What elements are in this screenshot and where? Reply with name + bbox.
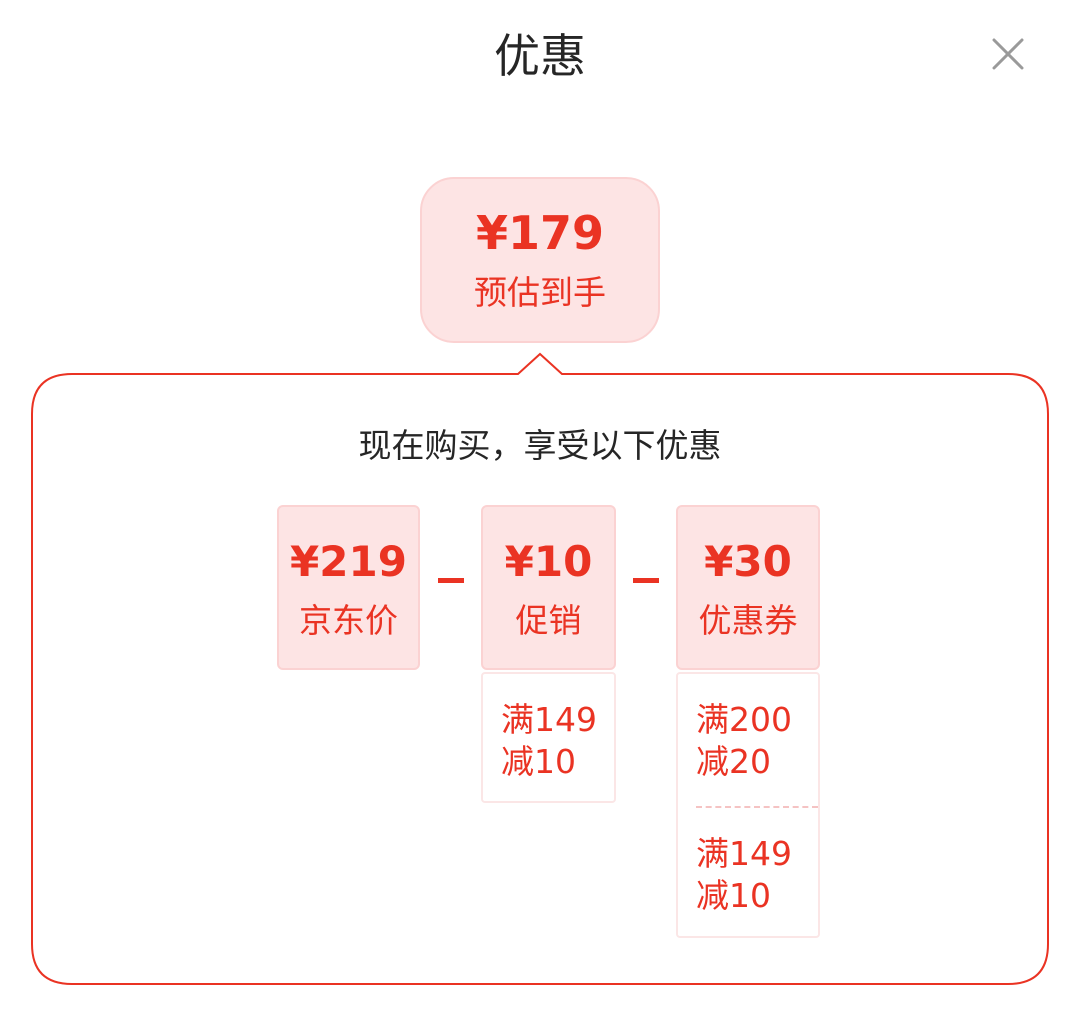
promotion-amount: ¥10 [504,537,593,586]
promotion-label: 促销 [515,601,582,640]
close-icon [992,38,1024,70]
promotion-rule-item: 满149 减10 [501,674,614,806]
estimated-price-amount: ¥179 [475,206,605,260]
sheet-title: 优惠 [494,29,586,83]
rule-reduction: 减20 [696,742,771,781]
rule-threshold: 满149 [696,834,792,873]
estimated-price-label: 预估到手 [474,273,606,312]
coupon-card: ¥30 优惠券 [676,505,820,670]
jd-price-card: ¥219 京东价 [277,505,420,670]
rule-threshold: 满149 [501,700,597,739]
minus-sign [438,578,464,583]
rule-reduction: 减10 [501,742,576,781]
coupon-rule-item: 满200 减20 [696,674,818,806]
promotion-card: ¥10 促销 [481,505,616,670]
promotion-rules: 满149 减10 [481,672,616,803]
rule-reduction: 减10 [696,876,771,915]
coupon-amount: ¥30 [704,537,792,586]
close-button[interactable] [984,30,1032,78]
breakdown-subtitle: 现在购买，享受以下优惠 [358,426,722,465]
coupon-label: 优惠券 [698,601,798,640]
jd-price-label: 京东价 [299,601,398,640]
coupon-rule-item: 满149 减10 [696,806,818,938]
jd-price-amount: ¥219 [290,537,407,586]
minus-sign [633,578,659,583]
rule-threshold: 满200 [696,700,792,739]
estimated-price-box: ¥179 预估到手 [420,177,660,343]
coupon-rules: 满200 减20 满149 减10 [676,672,820,938]
